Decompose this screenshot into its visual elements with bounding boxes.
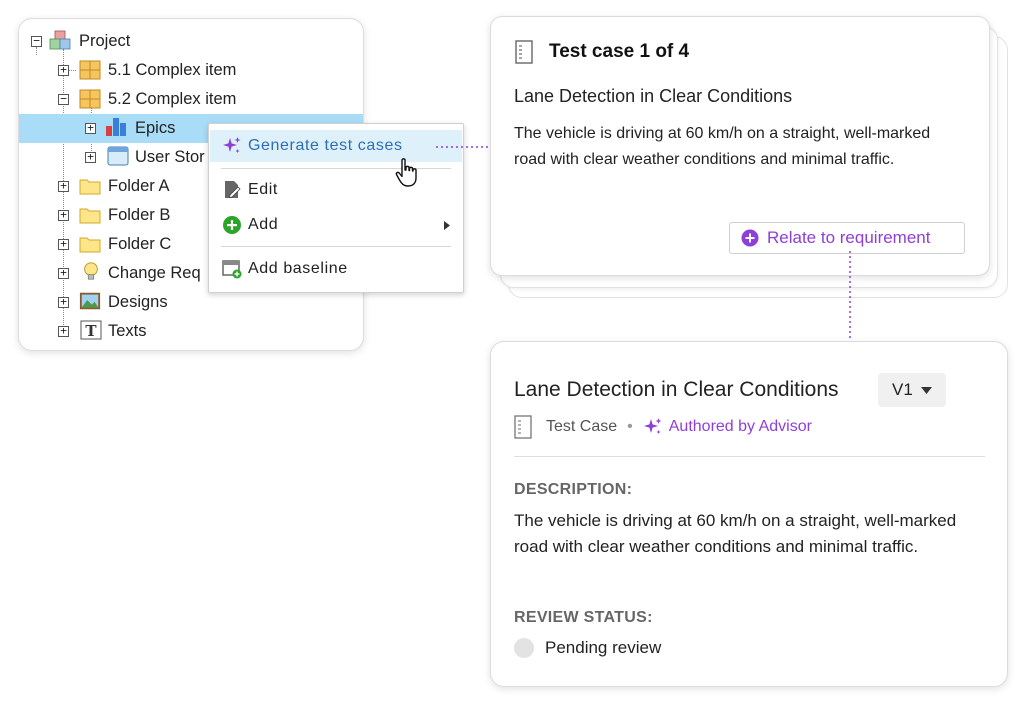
epics-icon bbox=[106, 118, 126, 136]
tree-item-label: 5.1 Complex item bbox=[108, 61, 237, 79]
add-circle-icon bbox=[741, 229, 759, 247]
tree-item-label: Epics bbox=[135, 119, 176, 137]
review-status-heading: REVIEW STATUS: bbox=[514, 609, 653, 626]
menu-item-label: Add baseline bbox=[248, 260, 348, 277]
edit-icon bbox=[225, 181, 241, 199]
tree-item-user-stories[interactable]: + User Stor bbox=[19, 143, 363, 172]
svg-text:T: T bbox=[85, 322, 97, 340]
sparkle-icon bbox=[643, 418, 662, 434]
tree-item-label: Folder C bbox=[108, 235, 172, 253]
hand-cursor-icon bbox=[395, 158, 417, 187]
meta-separator: • bbox=[627, 418, 633, 435]
window-icon bbox=[107, 146, 129, 166]
tree-item-texts[interactable]: + T Texts bbox=[19, 317, 363, 346]
relate-button-label: Relate to requirement bbox=[767, 228, 931, 247]
lightbulb-icon bbox=[84, 262, 98, 280]
relate-to-requirement-button[interactable]: Relate to requirement bbox=[729, 222, 965, 254]
item-type-label: Test Case bbox=[546, 418, 618, 435]
complex-item-icon bbox=[79, 60, 101, 80]
expand-icon[interactable]: + bbox=[58, 267, 69, 279]
text-icon: T bbox=[80, 320, 102, 340]
version-label: V1 bbox=[892, 380, 913, 399]
tree-item-folder-a[interactable]: + Folder A bbox=[19, 172, 363, 201]
tree-item-label: User Stor bbox=[135, 148, 205, 166]
status-dot-icon bbox=[514, 638, 534, 658]
menu-item-label: Add bbox=[248, 216, 279, 233]
tree-item-change-requests[interactable]: + Change Req bbox=[19, 259, 363, 288]
complex-item-icon bbox=[79, 89, 101, 109]
tree-item-label: Folder B bbox=[108, 206, 171, 224]
folder-icon bbox=[79, 237, 101, 253]
expand-icon[interactable]: + bbox=[58, 64, 69, 76]
menu-item-add[interactable]: Add bbox=[210, 209, 462, 241]
expand-icon[interactable]: + bbox=[58, 238, 69, 250]
tree-guide bbox=[36, 47, 37, 55]
tree-item-label: Change Req bbox=[108, 264, 201, 282]
menu-separator bbox=[221, 246, 451, 247]
collapse-icon[interactable]: − bbox=[58, 93, 69, 105]
expand-icon[interactable]: + bbox=[58, 296, 69, 308]
document-icon bbox=[514, 415, 532, 439]
divider bbox=[514, 456, 985, 457]
baseline-icon bbox=[222, 260, 242, 279]
project-icon bbox=[49, 30, 71, 50]
expand-icon[interactable]: + bbox=[85, 122, 96, 134]
tree-item-label: Folder A bbox=[108, 177, 170, 195]
detail-meta: Test Case • Authored by Advisor bbox=[514, 414, 812, 440]
description-heading: DESCRIPTION: bbox=[514, 481, 633, 498]
expand-icon[interactable]: + bbox=[58, 180, 69, 192]
expand-icon[interactable]: + bbox=[58, 209, 69, 221]
folder-icon bbox=[79, 208, 101, 224]
document-icon bbox=[515, 40, 533, 64]
authored-by-label: Authored by Advisor bbox=[668, 418, 812, 435]
menu-item-label: Generate test cases bbox=[248, 137, 403, 154]
add-circle-icon bbox=[223, 216, 241, 234]
tree-item-label: Texts bbox=[108, 322, 147, 340]
tree-item-label: 5.2 Complex item bbox=[108, 90, 237, 108]
menu-item-label: Edit bbox=[248, 181, 278, 198]
version-dropdown[interactable]: V1 bbox=[878, 373, 946, 407]
tree-item-folder-c[interactable]: + Folder C bbox=[19, 230, 363, 259]
collapse-icon[interactable]: − bbox=[31, 35, 42, 47]
test-case-card: Test case 1 of 4 Lane Detection in Clear… bbox=[490, 16, 990, 276]
test-case-name: Lane Detection in Clear Conditions bbox=[514, 86, 793, 106]
folder-icon bbox=[79, 179, 101, 195]
tree-item-complex-5-1[interactable]: + 5.1 Complex item bbox=[19, 56, 363, 85]
menu-item-edit[interactable]: Edit bbox=[210, 174, 462, 206]
detail-title: Lane Detection in Clear Conditions bbox=[514, 378, 839, 401]
review-status-label: Pending review bbox=[545, 638, 662, 657]
tree-item-project[interactable]: − Project bbox=[19, 27, 363, 56]
tree-item-label: Project bbox=[79, 32, 131, 50]
chevron-down-icon bbox=[921, 387, 932, 394]
tree-item-folder-b[interactable]: + Folder B bbox=[19, 201, 363, 230]
menu-item-generate-test-cases[interactable]: Generate test cases bbox=[210, 130, 462, 162]
tree-item-label: Designs bbox=[108, 293, 168, 311]
test-case-detail-card: Lane Detection in Clear Conditions V1 Te… bbox=[490, 341, 1008, 687]
context-menu: Generate test cases Edit Add Add baselin… bbox=[208, 123, 464, 293]
review-status: Pending review bbox=[514, 638, 661, 658]
tree-item-complex-5-2[interactable]: − 5.2 Complex item bbox=[19, 85, 363, 114]
detail-description: The vehicle is driving at 60 km/h on a s… bbox=[514, 511, 957, 556]
test-case-counter: Test case 1 of 4 bbox=[549, 41, 690, 62]
image-icon bbox=[79, 292, 101, 310]
test-case-description: The vehicle is driving at 60 km/h on a s… bbox=[514, 125, 931, 168]
expand-icon[interactable]: + bbox=[85, 151, 96, 163]
menu-item-add-baseline[interactable]: Add baseline bbox=[210, 253, 462, 285]
expand-icon[interactable]: + bbox=[58, 325, 69, 337]
submenu-arrow-icon bbox=[444, 221, 450, 230]
tree-item-designs[interactable]: + Designs bbox=[19, 288, 363, 317]
menu-separator bbox=[221, 168, 451, 169]
sparkle-icon bbox=[223, 137, 241, 153]
